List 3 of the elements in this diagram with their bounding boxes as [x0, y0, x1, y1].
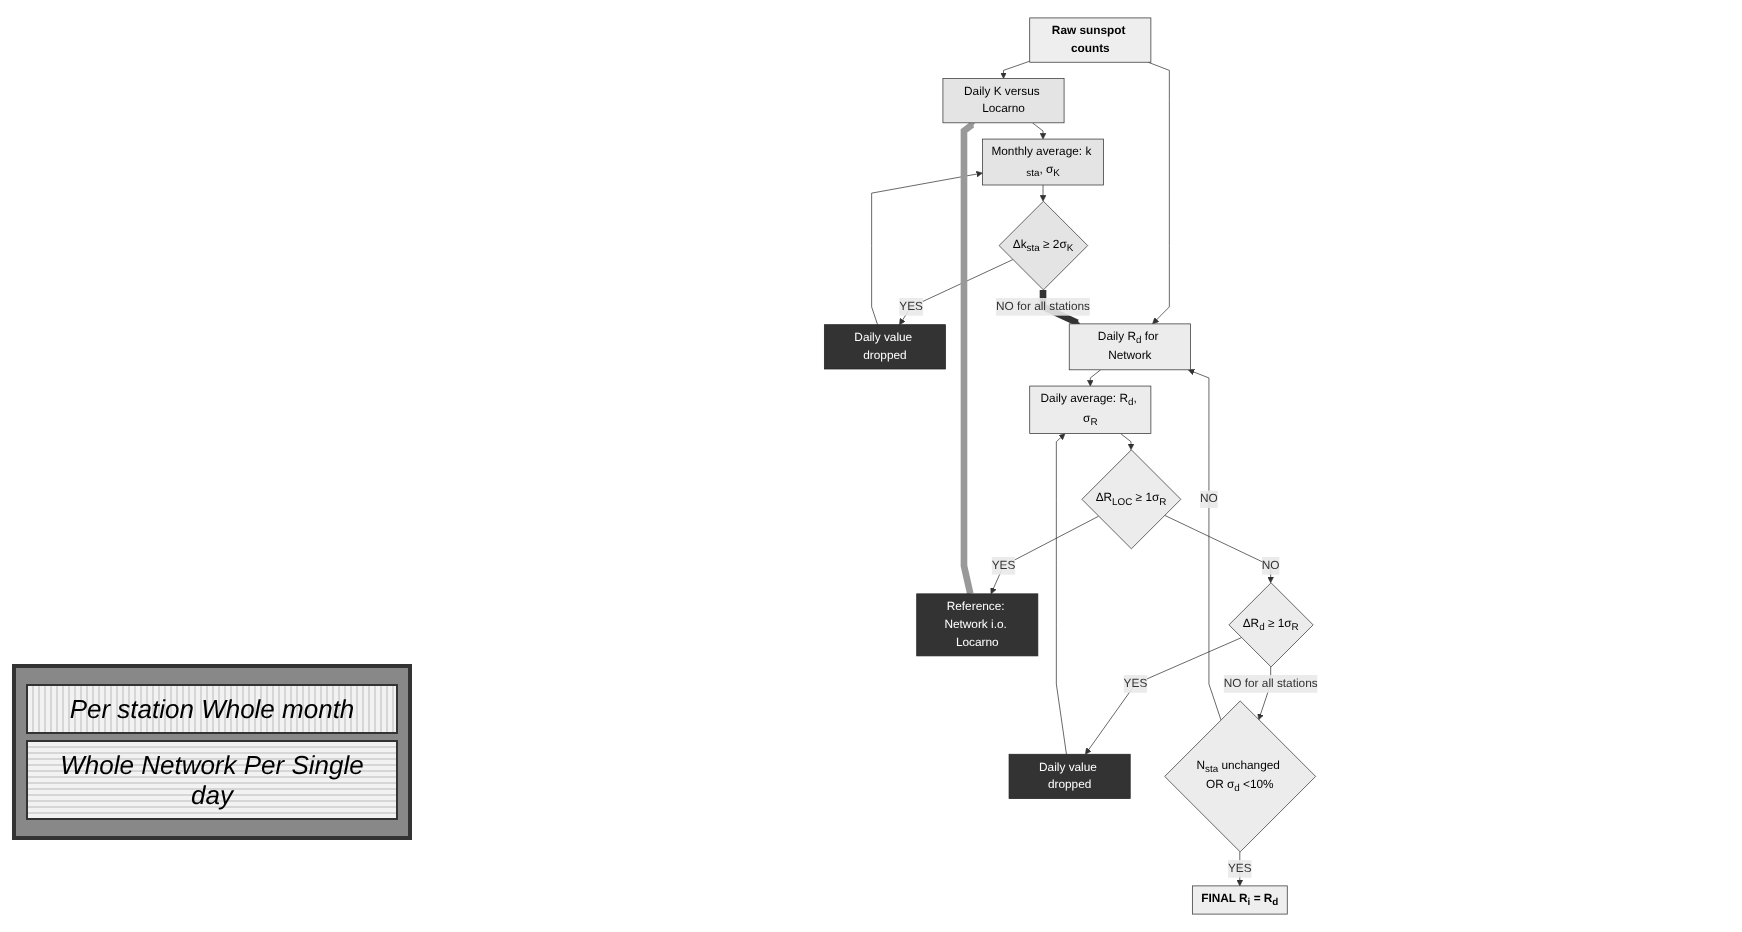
arrow: [960, 121, 975, 595]
legend-sample: Per station Whole month: [26, 684, 398, 734]
legend-sample: Whole Network Per Single day: [26, 740, 398, 820]
